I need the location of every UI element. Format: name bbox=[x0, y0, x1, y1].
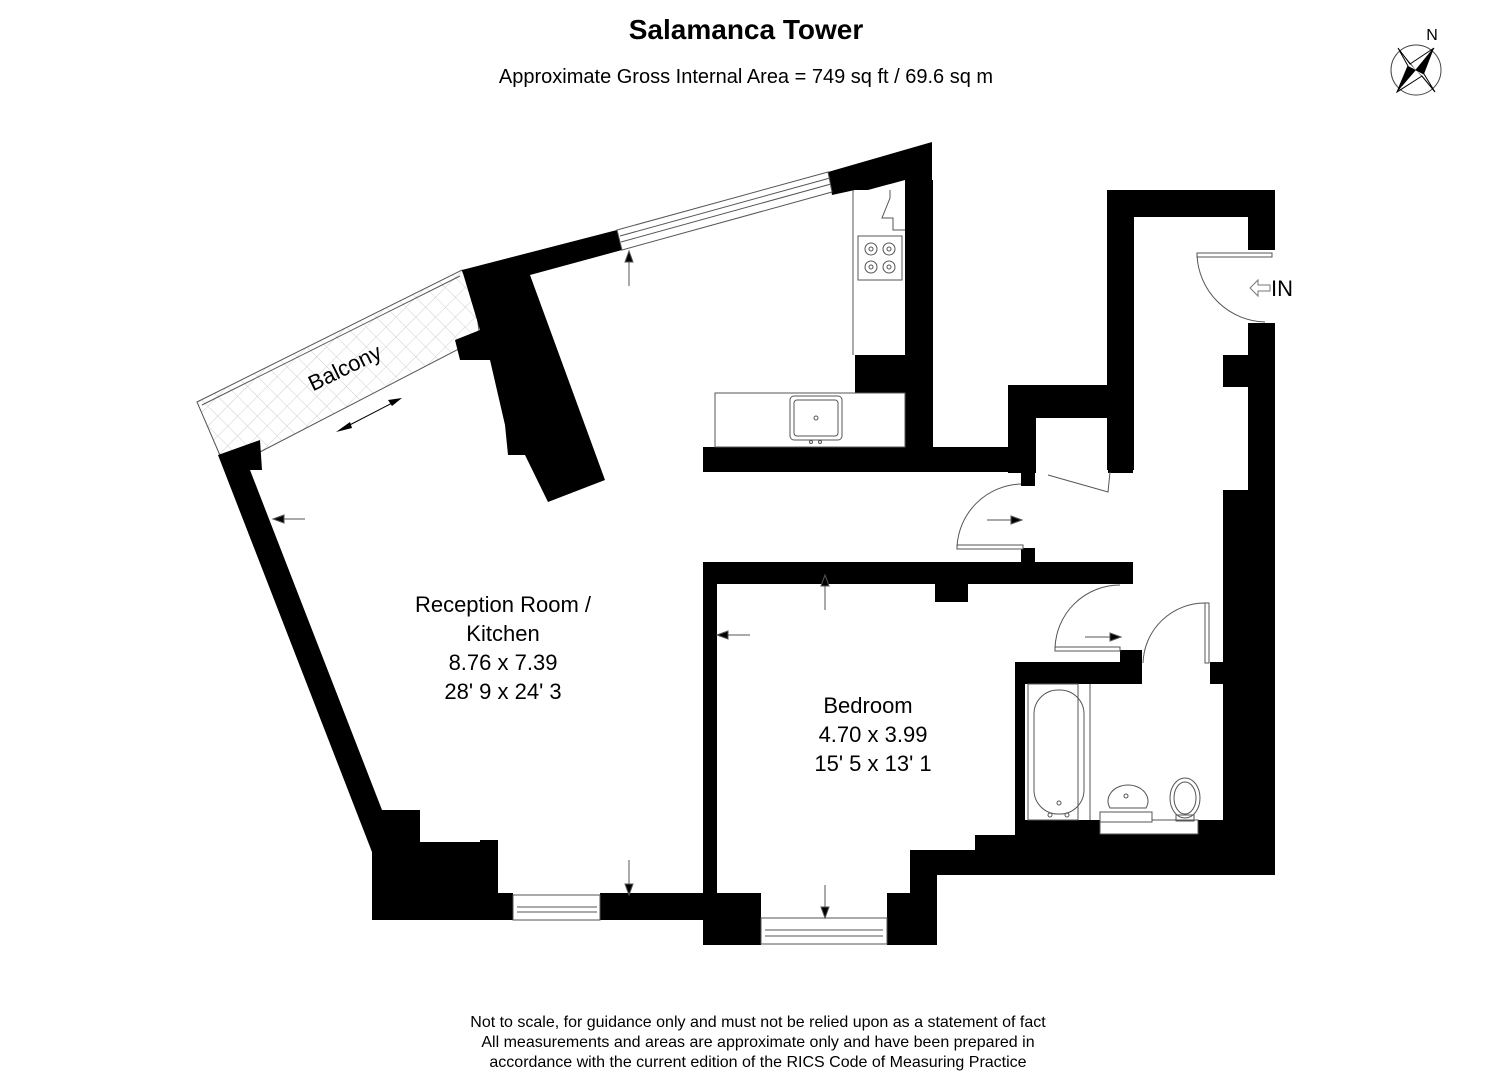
disclaimer-line-1: Not to scale, for guidance only and must… bbox=[470, 1014, 1046, 1031]
bedroom-name: Bedroom bbox=[823, 693, 912, 718]
disclaimer-line-3: accordance with the current edition of t… bbox=[489, 1054, 1027, 1071]
plan-title: Salamanca Tower bbox=[628, 14, 864, 45]
disclaimer: Not to scale, for guidance only and must… bbox=[0, 1013, 1492, 1073]
reception-name-line2: Kitchen bbox=[466, 621, 539, 646]
doors bbox=[956, 252, 1273, 664]
windows bbox=[512, 171, 888, 945]
gross-area-text: Approximate Gross Internal Area = 749 sq… bbox=[498, 66, 994, 88]
hob-icon bbox=[857, 235, 903, 281]
entrance-marker: IN bbox=[1249, 276, 1293, 301]
basin-icon bbox=[1107, 784, 1149, 809]
reception-name-line1: Reception Room / bbox=[415, 592, 592, 617]
reception-imperial-dimensions: 28' 9 x 24' 3 bbox=[444, 679, 561, 704]
balcony: Balcony bbox=[196, 269, 481, 461]
walls bbox=[218, 142, 1275, 945]
compass-icon: N bbox=[1390, 27, 1442, 96]
bedroom-imperial-dimensions: 15' 5 x 13' 1 bbox=[814, 751, 931, 776]
kitchen-fixtures bbox=[714, 190, 906, 448]
bathtub-icon bbox=[1033, 689, 1085, 815]
compass-north-label: N bbox=[1426, 27, 1438, 44]
bathroom-fixtures bbox=[1027, 683, 1201, 835]
bedroom-metric-dimensions: 4.70 x 3.99 bbox=[819, 722, 928, 747]
entrance-label: IN bbox=[1271, 276, 1293, 301]
reception-metric-dimensions: 8.76 x 7.39 bbox=[449, 650, 558, 675]
disclaimer-line-2: All measurements and areas are approxima… bbox=[481, 1034, 1035, 1051]
sink-icon bbox=[789, 395, 843, 444]
measurement-arrows bbox=[271, 249, 1123, 920]
bedroom-label: Bedroom 4.70 x 3.99 15' 5 x 13' 1 bbox=[814, 693, 931, 776]
toilet-icon bbox=[1169, 777, 1201, 822]
reception-room-label: Reception Room / Kitchen 8.76 x 7.39 28'… bbox=[415, 592, 592, 704]
